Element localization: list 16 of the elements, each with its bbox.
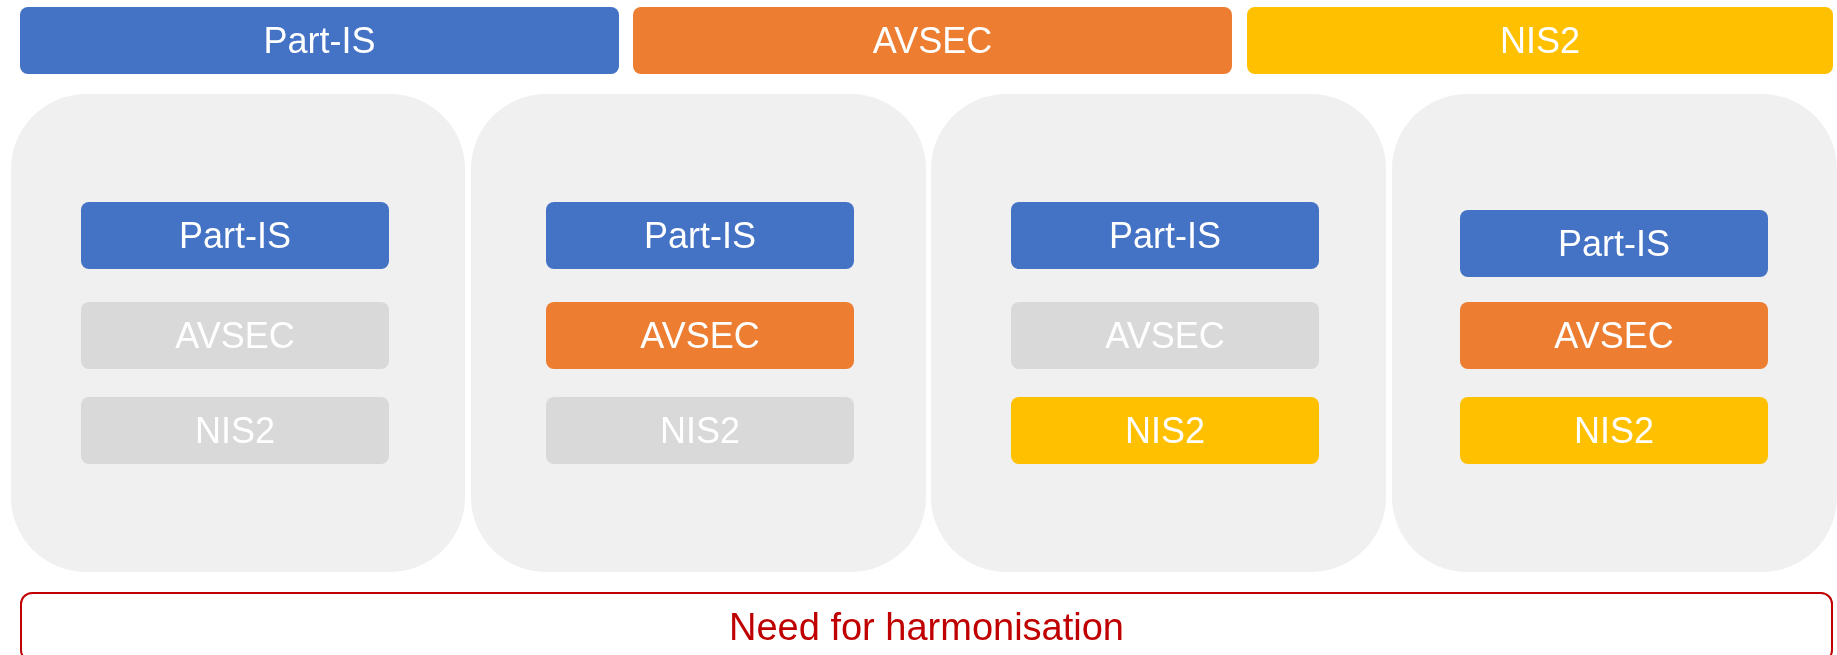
panel-card: [11, 94, 465, 572]
category-tag: Part-IS: [1460, 210, 1768, 277]
category-tag: AVSEC: [546, 302, 854, 369]
category-tag: Part-IS: [1011, 202, 1319, 269]
header-bar: AVSEC: [633, 7, 1232, 74]
banner-box: Need for harmonisation: [20, 592, 1833, 655]
category-tag: Part-IS: [546, 202, 854, 269]
panel-card: [931, 94, 1386, 572]
category-tag: NIS2: [1011, 397, 1319, 464]
category-tag: NIS2: [1460, 397, 1768, 464]
header-bar: Part-IS: [20, 7, 619, 74]
header-bar: NIS2: [1247, 7, 1833, 74]
panel-card: [1392, 94, 1837, 572]
panel-card: [471, 94, 926, 572]
category-tag: Part-IS: [81, 202, 389, 269]
category-tag: AVSEC: [1460, 302, 1768, 369]
